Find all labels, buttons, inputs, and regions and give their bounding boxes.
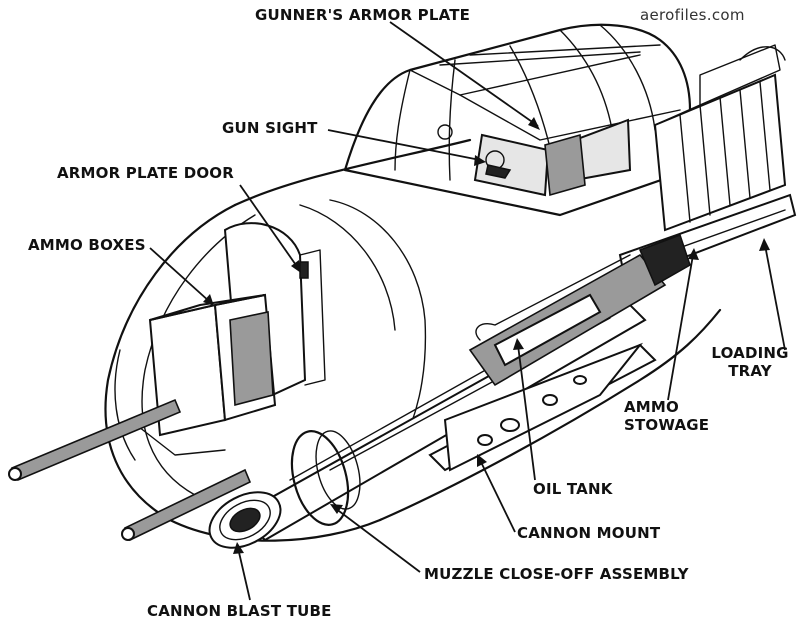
fuselage-nose: [104, 138, 722, 542]
label-ammo-stowage-line2: STOWAGE: [624, 416, 710, 434]
label-loading-tray-line1: LOADING: [711, 344, 789, 362]
cannon-assembly: [8, 234, 691, 549]
label-oil-tank: OIL TANK: [533, 480, 613, 498]
label-ammo-stowage-line1: AMMO: [624, 398, 680, 416]
label-loading-tray: LOADING TRAY: [705, 344, 795, 380]
label-ammo-boxes: AMMO BOXES: [28, 236, 146, 254]
canopy: [343, 23, 692, 217]
label-gun-sight: GUN SIGHT: [222, 119, 318, 137]
label-gunners-armor-plate: GUNNER'S ARMOR PLATE: [255, 6, 471, 24]
leader-lines: [149, 21, 786, 601]
label-loading-tray-line2: TRAY: [728, 362, 772, 380]
label-ammo-stowage: AMMO STOWAGE: [624, 398, 709, 434]
watermark-text: aerofiles.com: [640, 6, 745, 24]
label-cannon-blast-tube: CANNON BLAST TUBE: [147, 602, 332, 620]
ammo-stowage-rack: [653, 44, 787, 232]
label-cannon-mount: CANNON MOUNT: [517, 524, 661, 542]
label-armor-plate-door: ARMOR PLATE DOOR: [57, 164, 235, 182]
label-muzzle-close-off-assembly: MUZZLE CLOSE-OFF ASSEMBLY: [424, 565, 689, 583]
ammo-boxes: [114, 293, 277, 461]
